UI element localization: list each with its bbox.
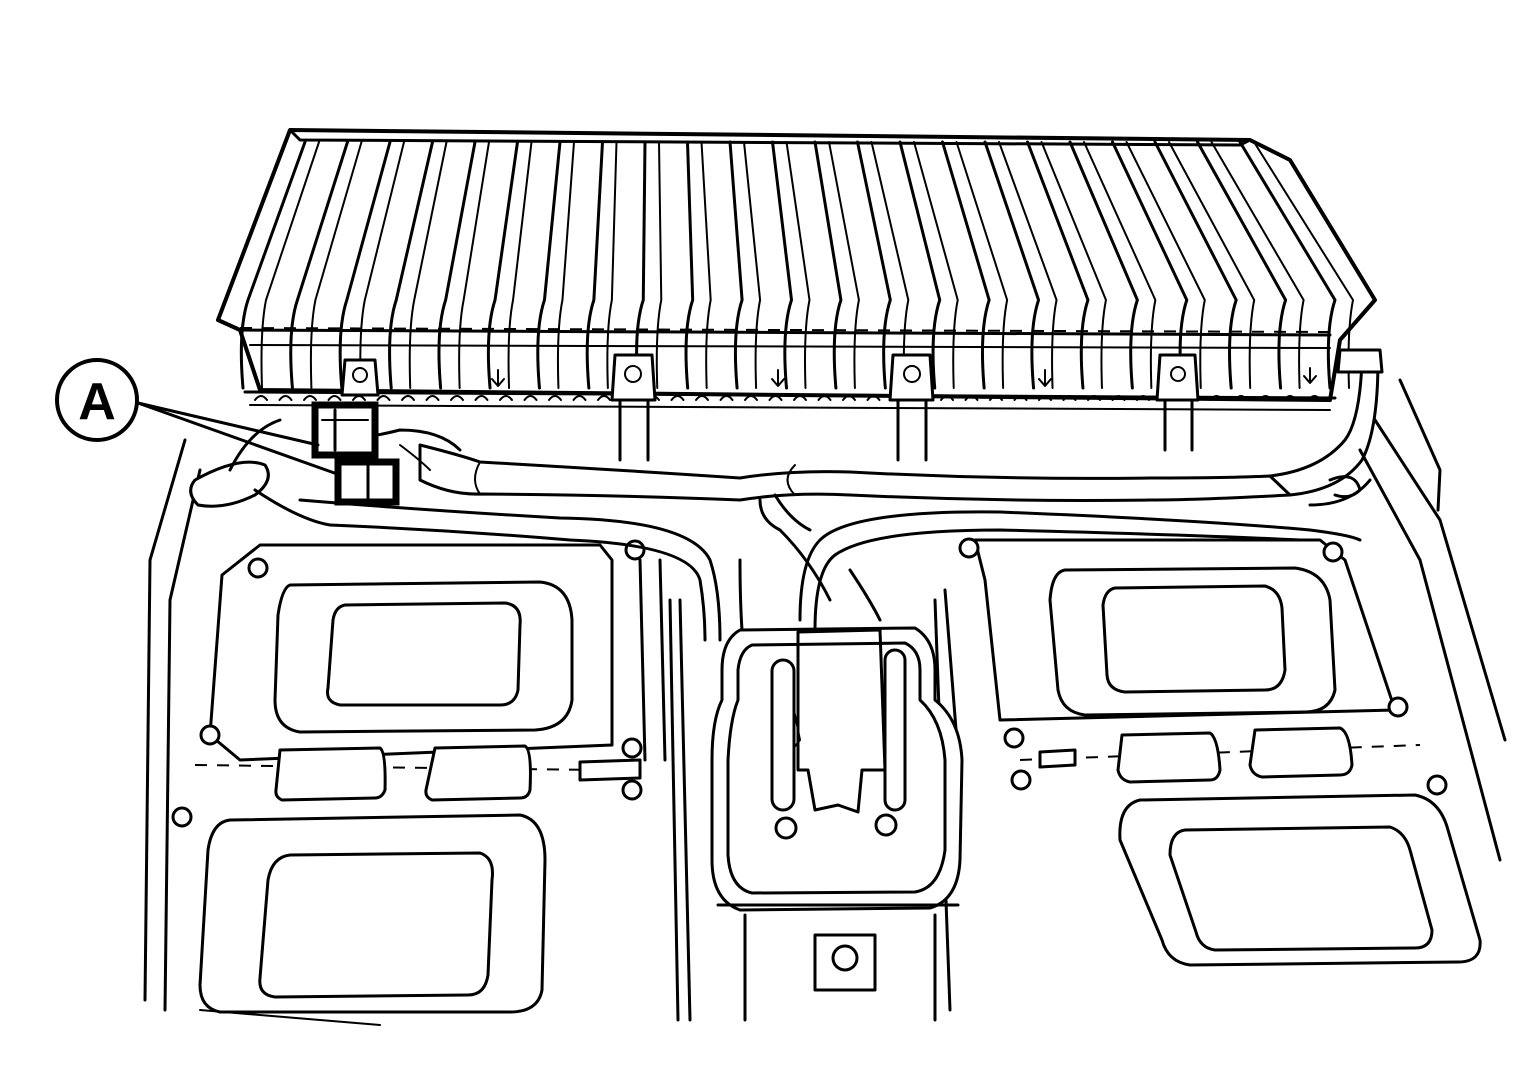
cell-divider-edge <box>458 141 490 389</box>
cell-divider-edge <box>1253 141 1354 389</box>
bus-bar-bump <box>401 395 415 401</box>
right-cover-panel <box>933 537 1482 1012</box>
bus-bar-bump <box>474 395 489 401</box>
cell-divider-edge <box>309 141 363 389</box>
bus-bar-bump <box>450 395 464 401</box>
bus-bar-bump <box>695 395 709 401</box>
cell-divider <box>536 140 562 390</box>
cell-divider-edge <box>1040 141 1107 389</box>
wire-harness <box>189 348 1384 642</box>
callout-a-label: A <box>78 373 116 431</box>
cell-divider <box>771 140 793 390</box>
cell-divider <box>983 140 1041 390</box>
center-junction-box <box>710 626 964 1022</box>
cell-divider <box>813 140 843 390</box>
cell-divider-edge <box>955 141 1009 389</box>
cell-divider-edge <box>1083 141 1157 389</box>
cell-divider-edge <box>998 141 1058 389</box>
cell-divider-edge <box>260 141 320 389</box>
callout-a: A <box>55 358 342 477</box>
cell-divider-edge <box>606 141 618 389</box>
module-bracket-4 <box>1155 353 1200 452</box>
cell-divider-edge <box>828 141 860 389</box>
cell-divider <box>941 140 991 390</box>
cell-divider-edge <box>507 141 533 389</box>
cell-divider <box>437 140 477 390</box>
bus-bar-bump <box>548 395 562 401</box>
bus-bar-bump <box>499 395 513 401</box>
cell-divider <box>1026 140 1090 390</box>
battery-tray <box>143 378 1507 1026</box>
bus-bar-bump <box>425 395 440 401</box>
cell-divider <box>338 140 392 390</box>
cell-divider-edge <box>743 141 762 389</box>
cell-divider <box>239 140 307 390</box>
bus-bar-bump <box>376 395 391 401</box>
cell-divider <box>388 140 434 390</box>
left-cover-panel <box>171 539 692 1022</box>
cell-divider-edge <box>1168 141 1256 389</box>
bus-bar-bump <box>719 395 734 401</box>
module-bracket-1 <box>340 358 380 397</box>
battery-module-stack <box>216 128 1377 462</box>
cell-divider <box>486 140 519 390</box>
bus-bar-bump <box>303 395 317 401</box>
module-bracket-2 <box>610 353 657 462</box>
cell-divider <box>684 140 695 390</box>
module-bracket-3 <box>888 353 935 462</box>
bus-bar-bump <box>597 395 611 401</box>
bus-bar-bump <box>327 395 342 401</box>
bus-bar-bump <box>278 395 293 401</box>
bus-bar-bump <box>670 395 685 401</box>
cell-divider <box>1068 140 1139 390</box>
connector-a-lower <box>334 458 400 506</box>
bus-bar-bump <box>352 395 366 401</box>
cell-divider-edge <box>785 141 811 389</box>
cell-divider <box>728 140 744 390</box>
cell-divider <box>1153 140 1238 390</box>
cell-divider-edge <box>913 141 959 389</box>
cell-divider-edge <box>408 141 448 389</box>
cell-divider <box>585 140 604 390</box>
bus-bar-bump <box>254 395 268 401</box>
cell-divider <box>289 140 349 390</box>
cell-divider <box>856 140 892 390</box>
cell-divider <box>898 140 942 390</box>
bus-bar-bump <box>523 395 538 401</box>
bus-bar-bump <box>572 395 587 401</box>
cell-divider-edge <box>655 141 663 389</box>
cell-divider-edge <box>556 141 575 389</box>
connector-a-upper <box>311 401 379 459</box>
cell-divider-edge <box>1125 141 1206 389</box>
cell-divider-edge <box>700 141 712 389</box>
